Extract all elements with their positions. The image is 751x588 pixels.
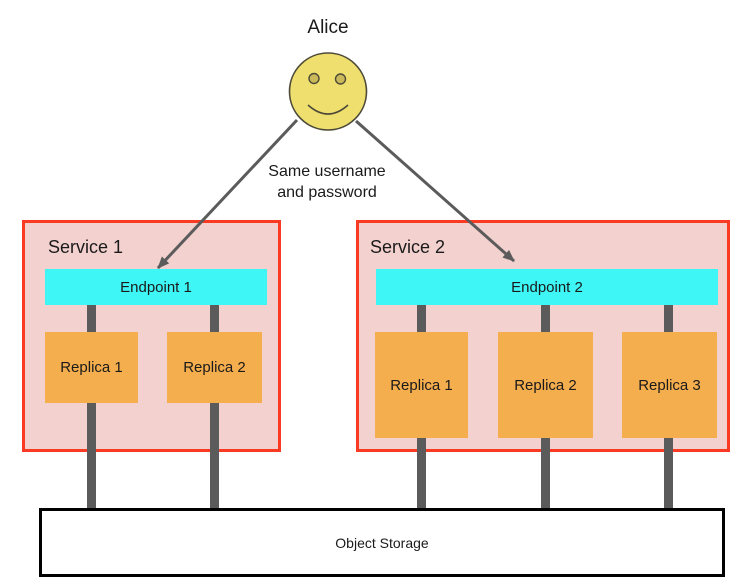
connector-s2-replica-2-storage [541,438,550,508]
service-1-endpoint-box: Endpoint 1 [45,269,267,305]
actor-name-label: Alice [307,17,349,38]
connector-s2-replica-3-storage [664,438,673,508]
service-2-endpoint-box: Endpoint 2 [376,269,718,305]
right-eye-icon [334,73,347,85]
connector-s2-endpoint-replica-1 [417,305,426,332]
smile-icon [307,104,349,115]
service-2-replica-3-box: Replica 3 [622,332,717,438]
smiley-face-icon [288,52,368,131]
service-2-box: Service 2 Endpoint 2 Replica 1 Replica 2… [356,220,730,452]
service-2-replica-1-box: Replica 1 [375,332,468,438]
connector-s2-endpoint-replica-3 [664,305,673,332]
connector-s1-replica-2-storage [210,403,219,508]
service-1-replica-1-box: Replica 1 [45,332,138,403]
connector-s2-replica-1-storage [417,438,426,508]
service-1-box: Service 1 Endpoint 1 Replica 1 Replica 2 [22,220,281,452]
connector-s1-endpoint-replica-2 [210,305,219,332]
service-1-replica-2-box: Replica 2 [167,332,262,403]
left-eye-icon [308,72,320,85]
service-1-label: Service 1 [48,237,124,257]
service-2-replica-2-box: Replica 2 [498,332,593,438]
connector-s1-replica-1-storage [87,403,96,508]
connector-s1-endpoint-replica-1 [87,305,96,332]
connector-s2-endpoint-replica-2 [541,305,550,332]
object-storage-box: Object Storage [39,508,725,577]
service-2-label: Service 2 [370,237,446,257]
auth-note-label: Same username and password [268,163,386,201]
